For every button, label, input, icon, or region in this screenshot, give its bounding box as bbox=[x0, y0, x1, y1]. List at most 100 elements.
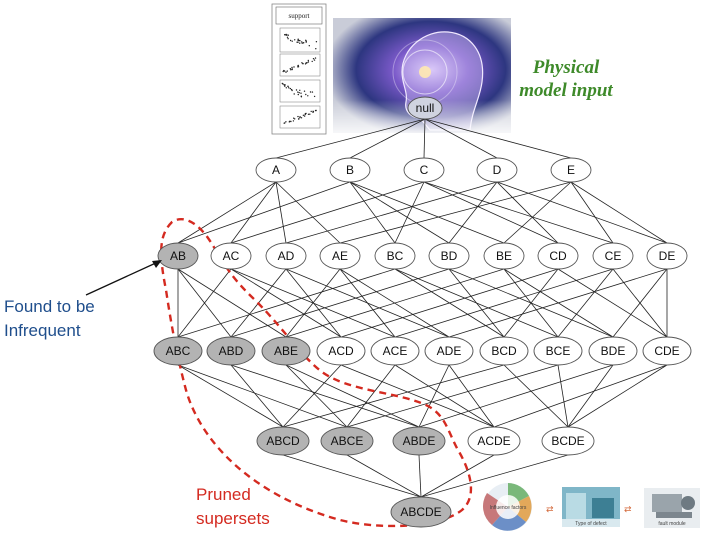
node-cde: CDE bbox=[642, 336, 692, 366]
node-ad: AD bbox=[265, 242, 307, 270]
node-bcde: BCDE bbox=[541, 426, 595, 456]
mini-plot-point bbox=[293, 93, 295, 95]
pruned-supersets-line-1: Pruned bbox=[196, 485, 251, 504]
edge-E-BE bbox=[503, 181, 572, 244]
caption-line-2: model input bbox=[519, 80, 613, 101]
node-ae-label: AE bbox=[332, 249, 348, 263]
edge-A-AB bbox=[177, 181, 277, 244]
node-abce-label: ABCE bbox=[331, 434, 364, 448]
node-bde-shape bbox=[588, 336, 638, 366]
node-ace-label: ACE bbox=[383, 344, 408, 358]
edge-BCE-ABCE bbox=[346, 364, 559, 428]
mini-plot-point bbox=[310, 110, 312, 113]
node-abc-shape bbox=[153, 336, 203, 366]
pruned-supersets-line-2: supersets bbox=[196, 509, 270, 528]
mini-plot-point bbox=[289, 87, 291, 90]
edge-ABDE-ABCDE bbox=[418, 454, 422, 498]
edge-D-BD bbox=[448, 181, 498, 244]
node-acde-shape bbox=[467, 426, 521, 456]
edge-ABCE-ABCDE bbox=[346, 454, 422, 498]
mini-plot-point bbox=[299, 89, 301, 92]
edge-null-E bbox=[424, 118, 572, 159]
mini-plot-point bbox=[311, 60, 313, 63]
node-d-shape bbox=[476, 157, 518, 183]
node-abd-label: ABD bbox=[219, 344, 244, 358]
node-abde: ABDE bbox=[392, 426, 446, 456]
found-infrequent-line-1: Found to be bbox=[4, 297, 95, 316]
node-abde-label: ABDE bbox=[403, 434, 436, 448]
mini-plot-point bbox=[309, 91, 312, 93]
mini-plot-point bbox=[303, 42, 305, 44]
node-bcd-label: BCD bbox=[491, 344, 517, 358]
mini-plot-point bbox=[307, 113, 310, 116]
mini-plot-point bbox=[296, 41, 298, 43]
node-abcde-label: ABCDE bbox=[400, 505, 441, 519]
node-cd: CD bbox=[537, 242, 579, 270]
node-abcd-shape bbox=[256, 426, 310, 456]
edge-C-AC bbox=[230, 181, 425, 244]
node-bc-label: BC bbox=[387, 249, 404, 263]
edge-BDE-BCDE bbox=[567, 364, 614, 428]
node-bcde-label: BCDE bbox=[551, 434, 584, 448]
edge-CD-CDE bbox=[557, 268, 668, 338]
mini-plot-point bbox=[300, 92, 302, 94]
node-acde-label: ACDE bbox=[477, 434, 510, 448]
node-ae-shape bbox=[319, 242, 361, 270]
node-abcd: ABCD bbox=[256, 426, 310, 456]
edge-A-AE bbox=[275, 181, 341, 244]
mini-plot-point bbox=[302, 114, 305, 117]
node-de: DE bbox=[646, 242, 688, 270]
node-a-shape bbox=[255, 157, 297, 183]
node-bce-label: BCE bbox=[546, 344, 571, 358]
mini-plot-point bbox=[294, 39, 296, 41]
mini-plot-point bbox=[283, 122, 285, 124]
mini-plot-point bbox=[305, 41, 307, 43]
node-cde-shape bbox=[642, 336, 692, 366]
edge-DE-ADE bbox=[448, 268, 668, 338]
edge-ABCD-ABCDE bbox=[282, 454, 422, 498]
edge-D-CD bbox=[496, 181, 559, 244]
mini-plot-point bbox=[299, 116, 301, 118]
node-bcde-shape bbox=[541, 426, 595, 456]
edge-ACE-ACDE bbox=[394, 364, 495, 428]
mini-plot-point bbox=[297, 66, 300, 68]
process-thumbnails: Influence factors ⇄ Type of defect ⇄ fau… bbox=[483, 483, 700, 531]
node-abe-label: ABE bbox=[274, 344, 298, 358]
node-a-label: A bbox=[272, 163, 280, 177]
mini-plot-point bbox=[293, 66, 295, 68]
node-de-shape bbox=[646, 242, 688, 270]
edge-ACDE-ABCDE bbox=[420, 454, 495, 498]
mini-plot-point bbox=[285, 71, 287, 73]
node-ace: ACE bbox=[370, 336, 420, 366]
mini-plot-point bbox=[301, 41, 303, 43]
mini-plot-point bbox=[286, 34, 288, 36]
node-c-label: C bbox=[420, 163, 429, 177]
mini-plot-point bbox=[284, 34, 286, 36]
node-bd: BD bbox=[428, 242, 470, 270]
node-abcde: ABCDE bbox=[390, 496, 452, 528]
edge-ACE-ABCE bbox=[346, 364, 396, 428]
support-panel-title: support bbox=[289, 12, 310, 20]
node-ce-shape bbox=[592, 242, 634, 270]
node-acd: ACD bbox=[316, 336, 366, 366]
mini-plot-point bbox=[307, 59, 309, 62]
edge-BCD-BCDE bbox=[503, 364, 569, 428]
mini-plot-point bbox=[297, 115, 299, 118]
node-e-shape bbox=[550, 157, 592, 183]
node-ac: AC bbox=[210, 242, 252, 270]
node-abcde-shape bbox=[390, 496, 452, 528]
edge-B-AB bbox=[177, 181, 351, 244]
mini-plot-2 bbox=[279, 53, 321, 77]
node-ade-label: ADE bbox=[437, 344, 462, 358]
edge-CD-ACD bbox=[340, 268, 559, 338]
node-a: A bbox=[255, 157, 297, 183]
mini-plot-point bbox=[291, 68, 293, 71]
node-bc-shape bbox=[374, 242, 416, 270]
mini-plot-point bbox=[287, 34, 289, 36]
mini-plot-point bbox=[312, 111, 315, 113]
node-abe-shape bbox=[261, 336, 311, 366]
node-ade-shape bbox=[424, 336, 474, 366]
edge-ABE-ABDE bbox=[285, 364, 420, 428]
influence-factors-thumbnail: Influence factors bbox=[483, 483, 532, 531]
